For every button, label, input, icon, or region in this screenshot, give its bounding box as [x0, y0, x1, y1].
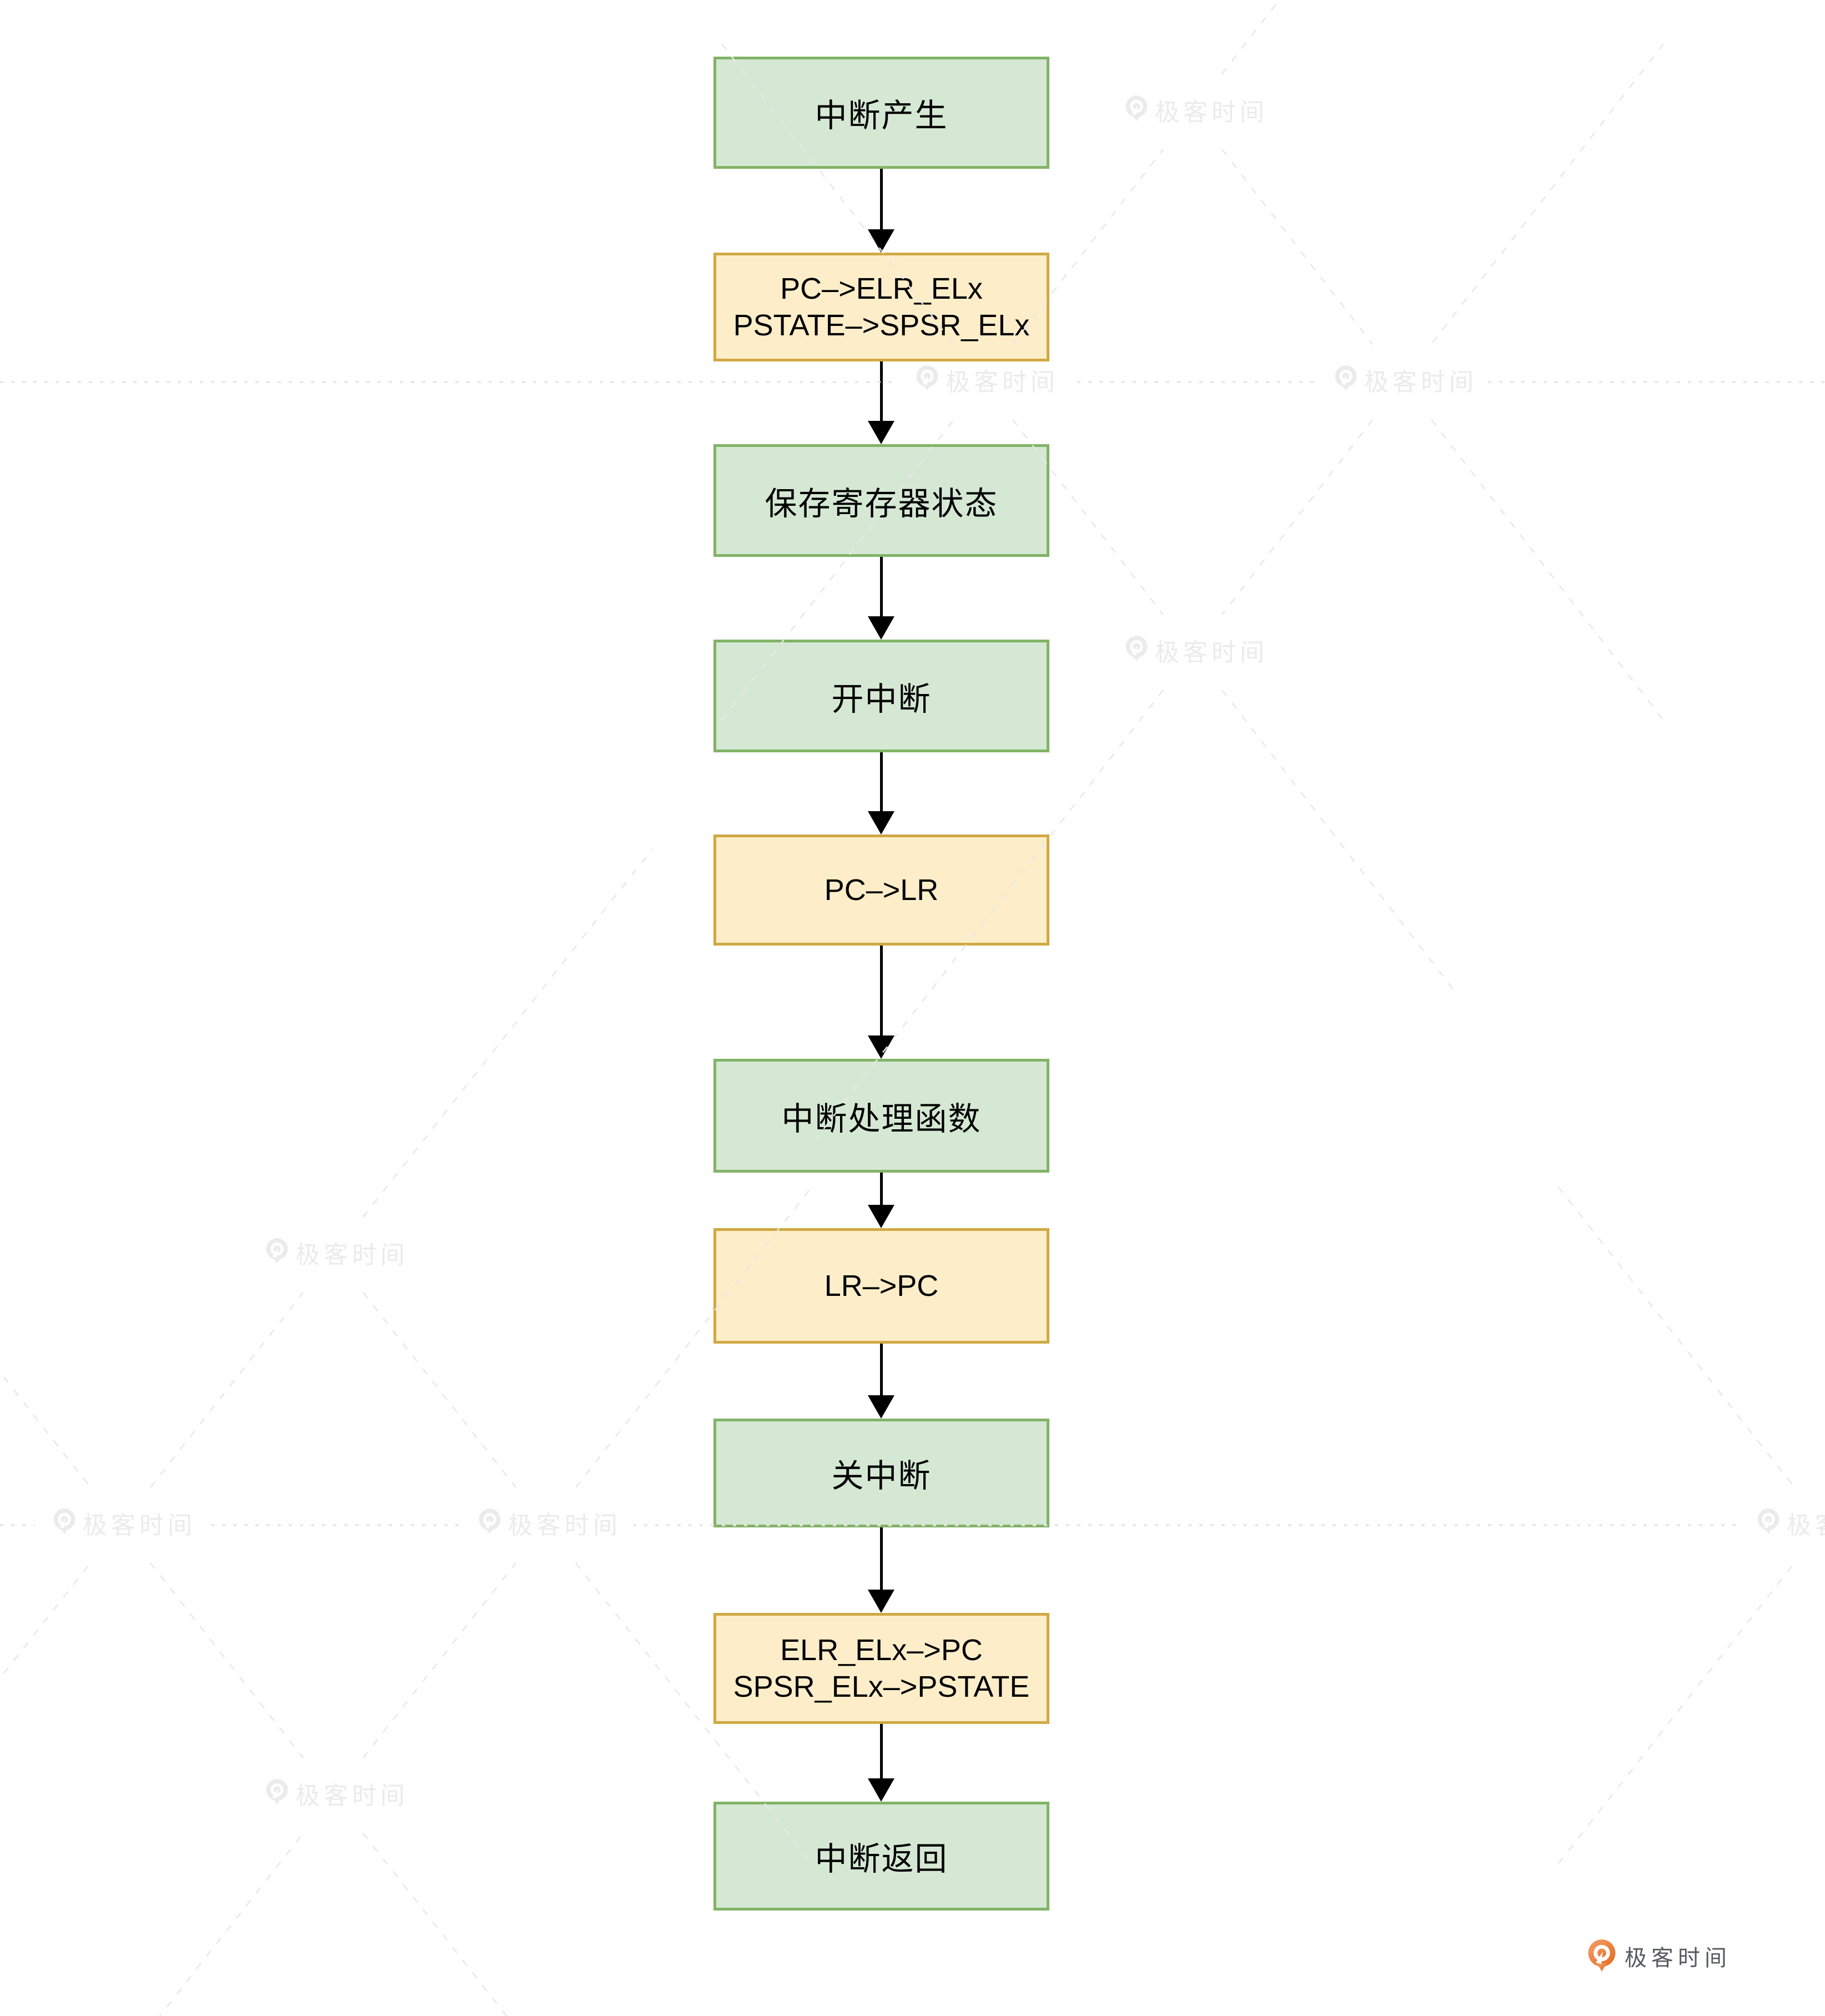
box-label: ELR_ELx–>PC [780, 1633, 983, 1667]
watermark-label: 极客时间 [1155, 99, 1268, 126]
flow-box-interrupt-generated: 中断产生 [713, 57, 1049, 169]
watermark-label: 极客时间 [946, 369, 1059, 396]
arrow-shaft [879, 361, 883, 422]
box-label: 中断处理函数 [781, 1100, 982, 1137]
arrow-shaft [879, 557, 883, 617]
watermark-logo-icon [267, 1779, 288, 1804]
watermark: 极客时间 [54, 1509, 196, 1539]
box-label: LR–>PC [824, 1269, 939, 1303]
flow-arrow [868, 557, 894, 640]
watermark-logo-icon [1335, 365, 1357, 391]
box-label: 关中断 [831, 1458, 932, 1494]
arrow-shaft [879, 752, 883, 812]
watermark-logo-icon [1758, 1509, 1779, 1534]
watermark-label: 极客时间 [1155, 639, 1268, 666]
arrow-shaft [879, 1527, 883, 1591]
flow-arrow [868, 946, 894, 1059]
arrow-shaft [879, 946, 883, 1037]
flow-arrow [868, 1344, 894, 1419]
watermark-logo-icon [1126, 636, 1148, 661]
watermark-label: 极客时间 [83, 1512, 196, 1539]
flow-arrow [868, 752, 894, 834]
arrow-shaft [879, 169, 883, 230]
box-label: 中断返回 [815, 1841, 948, 1877]
watermark: 极客时间 [479, 1509, 621, 1539]
watermark-logo-icon [917, 365, 938, 391]
arrow-head-icon [868, 616, 894, 640]
arrow-shaft [879, 1344, 883, 1396]
flow-box-restore-elr-spsr: ELR_ELx–>PC SPSR_ELx–>PSTATE [713, 1613, 1049, 1724]
watermark: 极客时间 [1126, 636, 1268, 666]
flow-box-lr-to-pc: LR–>PC [713, 1228, 1049, 1344]
watermark-logo-icon [1126, 95, 1148, 121]
arrow-head-icon [868, 1778, 894, 1802]
arrow-head-icon [868, 1590, 894, 1613]
watermark-logo-icon [479, 1509, 501, 1534]
arrow-head-icon [868, 1035, 894, 1059]
watermark: 极客时间 [267, 1238, 409, 1269]
watermark-label: 极客时间 [508, 1512, 621, 1539]
box-label: SPSR_ELx–>PSTATE [733, 1670, 1030, 1703]
box-label: PSTATE–>SPSR_ELx [733, 309, 1030, 342]
flow-box-interrupt-return: 中断返回 [713, 1802, 1049, 1911]
arrow-shaft [879, 1173, 883, 1206]
flow-arrow [868, 1173, 894, 1228]
flow-arrow [868, 361, 894, 444]
watermark: 极客时间 [1758, 1509, 1825, 1539]
box-label: 开中断 [831, 681, 932, 717]
watermark: 极客时间 [1335, 365, 1477, 396]
geektime-brand: 极客时间 [1586, 1938, 1731, 1974]
arrow-head-icon [868, 229, 894, 253]
watermark-logo-icon [54, 1509, 76, 1534]
flow-box-interrupt-handler: 中断处理函数 [713, 1059, 1049, 1173]
arrow-head-icon [868, 421, 894, 444]
flow-box-save-elr-spsr: PC–>ELR_ELx PSTATE–>SPSR_ELx [713, 253, 1049, 361]
watermark-label: 极客时间 [1787, 1512, 1825, 1539]
flow-box-disable-interrupt: 关中断 [713, 1419, 1049, 1527]
flow-box-save-registers: 保存寄存器状态 [713, 444, 1049, 557]
watermark-logo-icon [267, 1238, 288, 1264]
watermark: 极客时间 [917, 365, 1059, 396]
watermark-label: 极客时间 [1364, 369, 1477, 396]
arrow-shaft [879, 1724, 883, 1779]
watermark: 极客时间 [267, 1779, 409, 1809]
flow-box-enable-interrupt: 开中断 [713, 640, 1049, 752]
geektime-brand-label: 极客时间 [1625, 1946, 1731, 1970]
box-label: 保存寄存器状态 [765, 485, 998, 522]
arrow-head-icon [868, 811, 894, 834]
arrow-head-icon [868, 1395, 894, 1419]
flow-arrow [868, 169, 894, 253]
flow-box-pc-to-lr: PC–>LR [713, 834, 1049, 946]
arrow-head-icon [868, 1205, 894, 1228]
box-label: PC–>LR [824, 873, 939, 907]
watermark-label: 极客时间 [295, 1241, 409, 1269]
box-label: 中断产生 [815, 98, 948, 134]
flow-arrow [868, 1527, 894, 1613]
watermark-label: 极客时间 [295, 1782, 409, 1809]
box-label: PC–>ELR_ELx [780, 272, 983, 305]
geektime-logo-icon [1588, 1939, 1616, 1972]
flow-arrow [868, 1724, 894, 1802]
watermark: 极客时间 [1126, 95, 1268, 126]
